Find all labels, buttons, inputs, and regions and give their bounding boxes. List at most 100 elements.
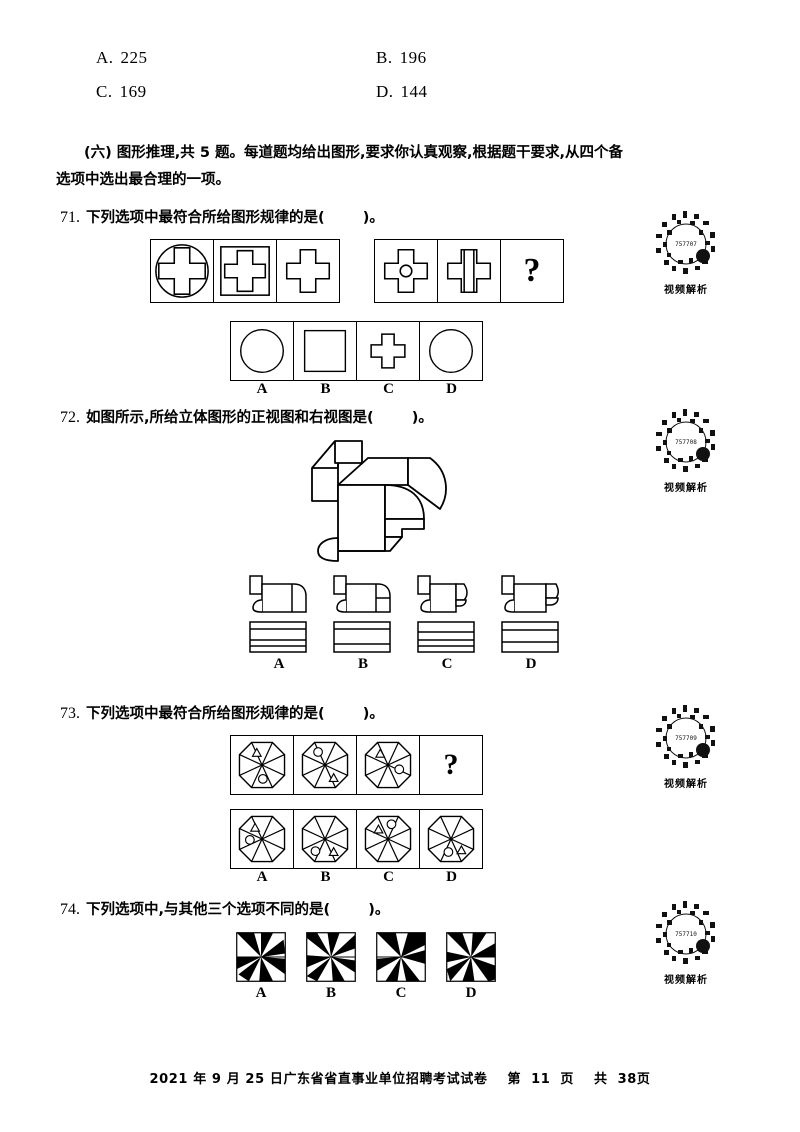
q72-label-c: C bbox=[441, 656, 453, 672]
qr-code-icon[interactable]: 757708 bbox=[650, 406, 722, 478]
option-c-letter: C. bbox=[96, 82, 113, 101]
q71-fig-cross-in-square bbox=[214, 240, 277, 302]
question-73: 73.下列选项中最符合所给图形规律的是( )。 bbox=[60, 702, 750, 886]
q74-pinwheel-c bbox=[376, 932, 426, 982]
video-badge-71[interactable]: 757707 视频解析 bbox=[643, 208, 729, 296]
question-74-number: 74. bbox=[60, 901, 80, 918]
question-72-stem: 72.如图所示,所给立体图形的正视图和右视图是( )。 bbox=[60, 406, 750, 427]
q73-fig-question-mark: ? bbox=[420, 736, 482, 794]
q71-label-d: D bbox=[446, 381, 457, 397]
video-badge-72[interactable]: 757708 视频解析 bbox=[643, 406, 729, 494]
q73-choice-c[interactable] bbox=[357, 810, 420, 868]
q72-choice-b[interactable]: B bbox=[332, 572, 394, 673]
q73-fig-1 bbox=[231, 736, 294, 794]
q74-choice-d[interactable]: D bbox=[445, 931, 497, 1002]
option-b-letter: B. bbox=[376, 48, 393, 67]
footer-page-number: 11 bbox=[531, 1072, 551, 1087]
section-intro-line-1: (六) 图形推理,共 5 题。每道题均给出图形,要求你认真观察,根据题干要求,从… bbox=[84, 145, 624, 161]
qr-code-icon[interactable]: 757710 bbox=[650, 898, 722, 970]
question-71-text: 下列选项中最符合所给图形规律的是( bbox=[86, 210, 325, 226]
badge-caption: 视频解析 bbox=[664, 285, 708, 296]
q74-pinwheel-a bbox=[236, 932, 286, 982]
q71-choice-strip bbox=[230, 321, 483, 381]
badge-caption: 视频解析 bbox=[664, 779, 708, 790]
q71-label-b: B bbox=[320, 381, 331, 397]
question-71-number: 71. bbox=[60, 209, 80, 226]
question-72-tail: )。 bbox=[411, 410, 433, 426]
option-b-text: 196 bbox=[399, 48, 427, 67]
q74-choice-a[interactable]: A bbox=[235, 931, 287, 1002]
footer-page-prefix: 第 bbox=[507, 1072, 522, 1087]
q71-fig-cross-plain bbox=[277, 240, 339, 302]
q72-choice-c-front-view bbox=[417, 575, 468, 613]
badge-code-text: 757709 bbox=[675, 735, 697, 742]
previous-question-options: A.225 B.196 C.169 D.144 bbox=[96, 48, 656, 116]
q72-choice-d[interactable]: D bbox=[500, 572, 562, 673]
q73-choice-labels: A B C D bbox=[230, 869, 750, 886]
badge-code-text: 757707 bbox=[675, 241, 697, 248]
q72-choice-a[interactable]: A bbox=[248, 572, 310, 673]
question-71-choices: A B C D bbox=[230, 321, 750, 398]
q72-label-a: A bbox=[273, 656, 285, 672]
q71-left-strip bbox=[150, 239, 340, 303]
q73-fig-2 bbox=[294, 736, 357, 794]
question-72: 72.如图所示,所给立体图形的正视图和右视图是( )。 bbox=[60, 406, 750, 673]
question-71-sequence: ? bbox=[150, 239, 750, 303]
q71-fig-cross-vertical-bar bbox=[438, 240, 501, 302]
q73-choice-d[interactable] bbox=[420, 810, 482, 868]
q72-choice-a-front-view bbox=[249, 575, 307, 613]
q72-label-b: B bbox=[357, 656, 368, 672]
q73-label-d: D bbox=[446, 869, 457, 885]
q71-choice-b[interactable] bbox=[294, 322, 357, 380]
q71-choice-c[interactable] bbox=[357, 322, 420, 380]
q71-choice-d[interactable] bbox=[420, 322, 482, 380]
q72-choice-b-front-view bbox=[333, 575, 391, 613]
q73-choice-b[interactable] bbox=[294, 810, 357, 868]
q74-choice-c[interactable]: C bbox=[375, 931, 427, 1002]
question-71: 71. 下列选项中最符合所给图形规律的是( )。 bbox=[60, 206, 750, 398]
q74-pinwheel-d bbox=[446, 932, 496, 982]
question-74-text: 下列选项中,与其他三个选项不同的是( bbox=[86, 902, 331, 918]
q71-choice-labels: A B C D bbox=[230, 381, 750, 398]
video-badge-73[interactable]: 757709 视频解析 bbox=[643, 702, 729, 790]
q73-sequence-strip: ? bbox=[230, 735, 483, 795]
qr-code-icon[interactable]: 757707 bbox=[650, 208, 722, 280]
q72-choice-a-right-view bbox=[249, 621, 307, 653]
q71-fig-question-mark: ? bbox=[501, 240, 563, 302]
question-72-text: 如图所示,所给立体图形的正视图和右视图是( bbox=[86, 410, 374, 426]
question-73-stem: 73.下列选项中最符合所给图形规律的是( )。 bbox=[60, 702, 750, 723]
question-74-stem: 74. 下列选项中,与其他三个选项不同的是( )。 bbox=[60, 898, 750, 919]
footer-page-unit: 页 bbox=[560, 1072, 574, 1087]
question-72-solid-wrap bbox=[60, 433, 750, 568]
option-a-text: 225 bbox=[120, 48, 148, 67]
q72-choice-c[interactable]: C bbox=[416, 572, 478, 673]
q72-solid-figure bbox=[311, 440, 447, 562]
q74-label-c: C bbox=[395, 985, 407, 1001]
section-intro-line-2: 选项中选出最合理的一项。 bbox=[56, 171, 230, 188]
footer-total-unit: 页 bbox=[636, 1072, 651, 1087]
q71-label-a: A bbox=[256, 381, 268, 397]
q74-choice-b[interactable]: B bbox=[305, 931, 357, 1002]
q74-pinwheel-b bbox=[306, 932, 356, 982]
q71-fig-cross-circle-center bbox=[375, 240, 438, 302]
option-d-letter: D. bbox=[376, 82, 394, 101]
q71-right-strip: ? bbox=[374, 239, 564, 303]
badge-caption: 视频解析 bbox=[664, 975, 708, 986]
q71-label-c: C bbox=[383, 381, 394, 397]
q73-choice-a[interactable] bbox=[231, 810, 294, 868]
q72-choice-c-right-view bbox=[417, 621, 475, 653]
qr-code-icon[interactable]: 757709 bbox=[650, 702, 722, 774]
question-74-tail: )。 bbox=[368, 902, 390, 918]
question-73-text: 下列选项中最符合所给图形规律的是( bbox=[86, 706, 325, 722]
question-73-tail: )。 bbox=[362, 706, 384, 722]
question-71-tail: )。 bbox=[362, 210, 384, 226]
q74-label-b: B bbox=[325, 985, 336, 1001]
question-73-choices: A B C D bbox=[230, 809, 750, 886]
q71-choice-a[interactable] bbox=[231, 322, 294, 380]
video-badge-74[interactable]: 757710 视频解析 bbox=[643, 898, 729, 986]
q72-label-d: D bbox=[525, 656, 537, 672]
section-intro: (六) 图形推理,共 5 题。每道题均给出图形,要求你认真观察,根据题干要求,从… bbox=[56, 140, 736, 194]
option-d: D.144 bbox=[376, 82, 656, 102]
